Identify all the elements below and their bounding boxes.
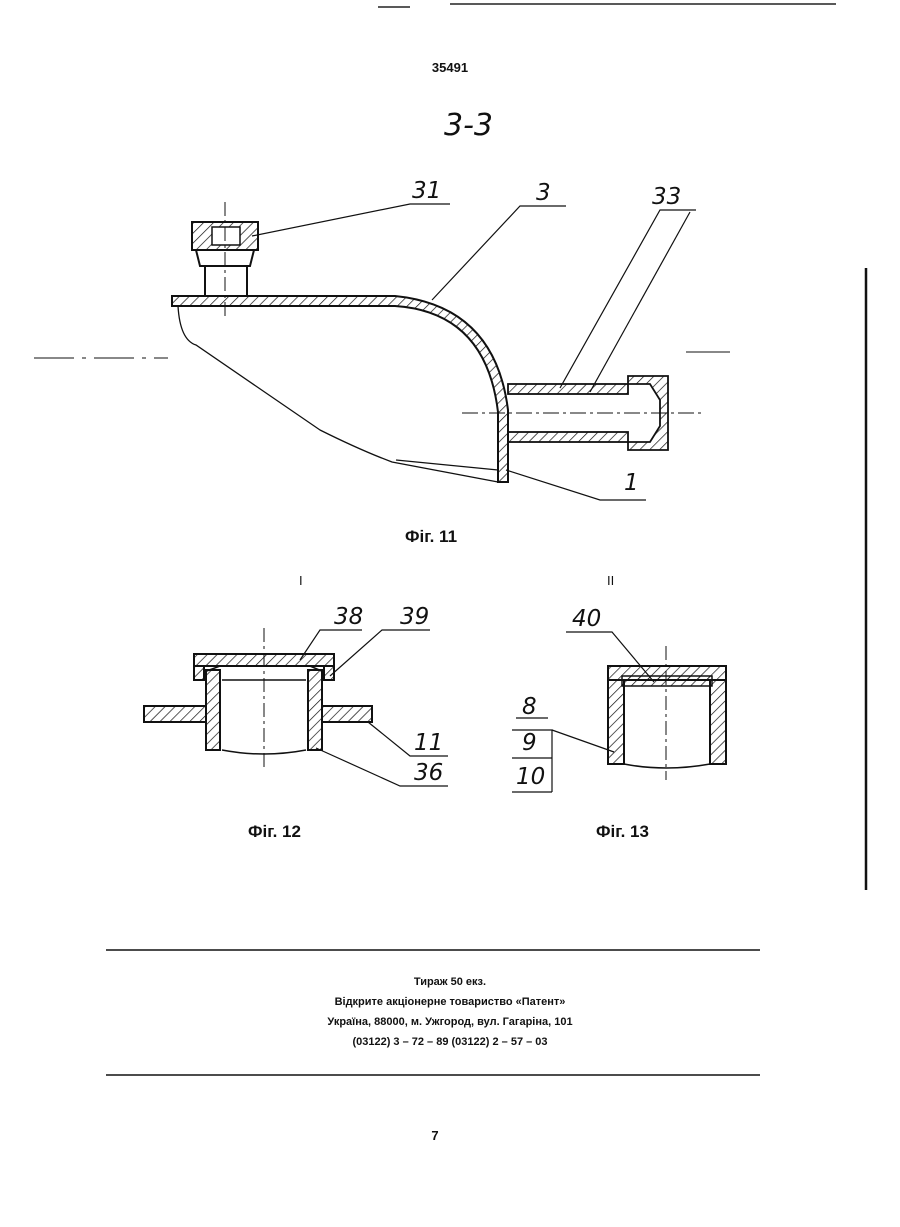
label-38: 38 (334, 604, 363, 630)
label-33: 33 (652, 184, 681, 210)
patent-number: 35491 (0, 60, 900, 75)
label-36: 36 (414, 760, 443, 786)
footer-address: Україна, 88000, м. Ужгород, вул. Гагарін… (0, 1012, 900, 1032)
footer-phones: (03122) 3 – 72 – 89 (03122) 2 – 57 – 03 (0, 1032, 900, 1052)
label-10: 10 (516, 764, 545, 790)
fig11-caption: Фіг. 11 (405, 527, 457, 547)
fig11-drawing (34, 202, 730, 500)
label-9: 9 (522, 730, 537, 756)
break-line (178, 306, 498, 482)
view-label-ii: II (607, 573, 614, 588)
body-wall-3 (172, 296, 508, 482)
view-label-i: I (299, 573, 303, 588)
page-number: 7 (0, 1128, 870, 1143)
label-3: 3 (536, 180, 551, 206)
fig13-caption: Фіг. 13 (596, 822, 649, 842)
fig12-drawing (144, 628, 448, 786)
top-border (378, 4, 836, 7)
fig12-caption: Фіг. 12 (248, 822, 301, 842)
label-40: 40 (572, 606, 601, 632)
footer-publisher: Відкрите акціонерне товариство «Патент» (0, 992, 900, 1012)
label-8: 8 (522, 694, 537, 720)
section-title: 3-3 (444, 108, 493, 143)
label-11: 11 (414, 730, 443, 756)
label-31: 31 (412, 178, 441, 204)
label-39: 39 (400, 604, 429, 630)
label-1: 1 (624, 470, 639, 496)
footer-print-run: Тираж 50 екз. (0, 972, 900, 992)
